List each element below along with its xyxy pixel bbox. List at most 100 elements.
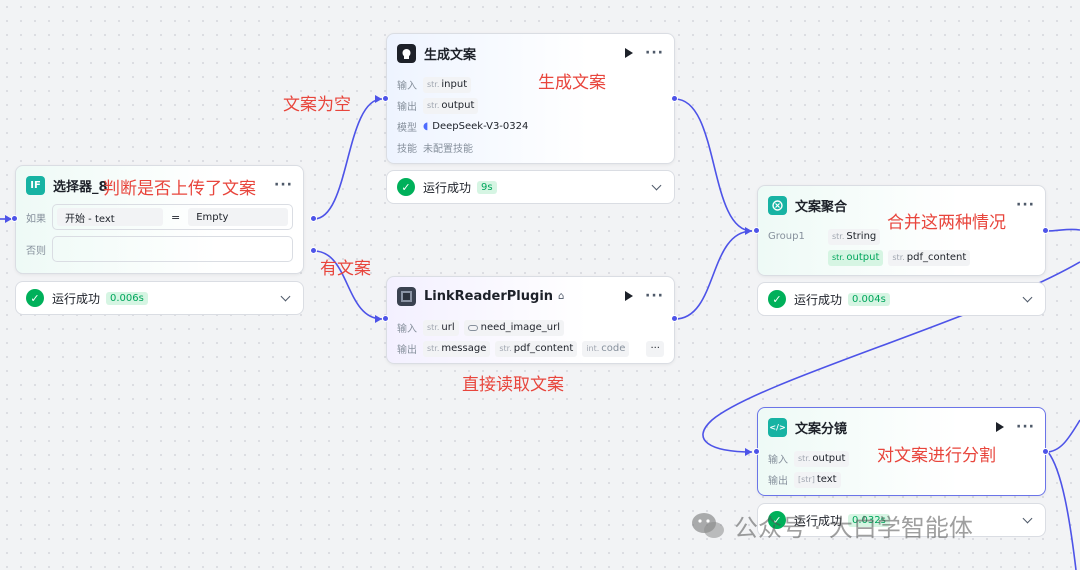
generate-node[interactable]: 生成文案 ··· 输入 str.input 输出 str.output 模型 ◖… <box>386 33 675 164</box>
status-text: 运行成功 <box>52 291 101 306</box>
input-row: 输入 str.url need_image_url <box>397 317 664 338</box>
model-value: DeepSeek-V3-0324 <box>432 121 529 132</box>
selector-node-title: 选择器_8 <box>53 179 108 195</box>
if-condition-icon: IF <box>26 175 45 195</box>
skill-row: 技能 未配置技能 <box>397 137 664 158</box>
output-row: 输出 [str]text <box>768 469 1035 490</box>
annotation-split-copy: 对文案进行分割 <box>877 446 996 466</box>
input-label: 输入 <box>397 81 417 92</box>
success-check-icon: ✓ <box>768 511 786 529</box>
edge-split-down <box>1047 451 1077 570</box>
generate-status-bar[interactable]: ✓ 运行成功 9s <box>386 170 675 204</box>
condition-right-operand[interactable]: Empty <box>188 208 288 226</box>
condition-box[interactable]: 开始 - text = Empty <box>52 204 293 230</box>
linkreader-node-header[interactable]: LinkReaderPlugin ⌂ ··· <box>387 277 674 315</box>
success-check-icon: ✓ <box>768 290 786 308</box>
more-options-icon[interactable]: ··· <box>274 177 293 193</box>
if-row: 如果 开始 - text = Empty <box>26 204 293 230</box>
input-chip: str.input <box>423 76 472 93</box>
success-check-icon: ✓ <box>397 178 415 196</box>
linkreader-output-port[interactable] <box>671 315 678 322</box>
status-text: 运行成功 <box>794 513 843 528</box>
more-options-icon[interactable]: ··· <box>1016 197 1035 213</box>
split-input-port[interactable] <box>753 448 760 455</box>
skill-label: 技能 <box>397 144 417 155</box>
run-time-badge: 0.004s <box>848 292 890 306</box>
chevron-down-icon[interactable] <box>280 291 291 301</box>
edge-merge-out <box>1045 228 1080 232</box>
selector-node[interactable]: IF 选择器_8 ··· 如果 开始 - text = Empty 否则 <box>15 165 304 274</box>
chevron-down-icon[interactable] <box>1022 513 1033 523</box>
edge-linkreader-to-merge <box>674 230 753 320</box>
merge-output-port[interactable] <box>1042 227 1049 234</box>
chevron-down-icon[interactable] <box>1022 292 1033 302</box>
annotation-has-copy: 有文案 <box>320 259 371 279</box>
generate-input-port[interactable] <box>382 95 389 102</box>
group-type-chip: str.String <box>828 228 881 245</box>
merge-input-port[interactable] <box>753 227 760 234</box>
output-row: 输出 str.message str.pdf_content int.code … <box>397 338 664 359</box>
more-outputs-button[interactable]: ··· <box>646 340 664 357</box>
run-time-badge: 0.032s <box>848 513 890 527</box>
input-chip-url: str.url <box>423 319 459 336</box>
linkreader-node-title: LinkReaderPlugin <box>424 288 554 304</box>
output-row: 输出 str.output <box>397 95 664 116</box>
merge-icon <box>768 195 787 215</box>
var-chip-pdf-content: str.pdf_content <box>888 249 971 266</box>
skill-value: 未配置技能 <box>423 144 473 155</box>
watermark-text: 公众号 · 大白学智能体 <box>734 514 973 542</box>
split-output-port[interactable] <box>1042 448 1049 455</box>
selector-input-port[interactable] <box>11 215 18 222</box>
input-label: 输入 <box>397 324 417 335</box>
more-options-icon[interactable]: ··· <box>645 45 664 61</box>
more-options-icon[interactable]: ··· <box>1016 419 1035 435</box>
deepseek-icon: ◖ <box>423 121 429 132</box>
selector-if-port[interactable] <box>310 215 317 222</box>
split-node-header[interactable]: </> 文案分镜 ··· <box>758 408 1045 446</box>
if-label: 如果 <box>26 213 46 225</box>
run-icon[interactable] <box>996 422 1005 432</box>
input-row: 输入 str.output <box>768 448 1035 469</box>
input-label: 输入 <box>768 455 788 466</box>
selector-else-port[interactable] <box>310 247 317 254</box>
var-chip-output: str.output <box>828 249 884 266</box>
generate-output-port[interactable] <box>671 95 678 102</box>
split-status-bar[interactable]: ✓ 运行成功 0.032s <box>757 503 1046 537</box>
annotation-read-copy: 直接读取文案 <box>462 375 564 395</box>
annotation-generate-copy: 生成文案 <box>538 73 606 93</box>
code-icon: </> <box>768 417 787 437</box>
input-chip-need-image-url: need_image_url <box>463 319 565 336</box>
linkreader-input-port[interactable] <box>382 315 389 322</box>
selector-status-bar[interactable]: ✓ 运行成功 0.006s <box>15 281 304 315</box>
selector-node-header[interactable]: IF 选择器_8 ··· <box>16 166 303 204</box>
split-node-title: 文案分镜 <box>795 421 848 437</box>
split-node[interactable]: </> 文案分镜 ··· 输入 str.output 输出 [str]text <box>757 407 1046 496</box>
run-time-badge: 0.006s <box>106 291 148 305</box>
generate-node-header[interactable]: 生成文案 ··· <box>387 34 674 72</box>
merge-status-bar[interactable]: ✓ 运行成功 0.004s <box>757 282 1046 316</box>
condition-operator[interactable]: = <box>171 210 181 224</box>
merge-node-title: 文案聚合 <box>795 199 848 215</box>
output-chip-pdf-content: str.pdf_content <box>495 340 578 357</box>
annotation-empty-copy: 文案为空 <box>283 95 351 115</box>
run-icon[interactable] <box>625 291 634 301</box>
more-options-icon[interactable]: ··· <box>645 288 664 304</box>
input-chip: str.output <box>794 450 850 467</box>
output-chip-code: int.code <box>582 340 630 357</box>
wechat-icon <box>692 512 724 538</box>
success-check-icon: ✓ <box>26 289 44 307</box>
else-box[interactable] <box>52 236 293 262</box>
toggle-icon <box>467 324 478 331</box>
condition-left-operand[interactable]: 开始 - text <box>57 208 163 226</box>
group-label: Group1 <box>768 231 805 242</box>
else-label: 否则 <box>26 245 46 257</box>
watermark: 公众号 · 大白学智能体 <box>690 508 973 543</box>
merge-node[interactable]: 文案聚合 ··· Group1 str.String str.output st… <box>757 185 1046 276</box>
group-vars-row: str.output str.pdf_content <box>768 247 1035 268</box>
annotation-judge-upload: 判断是否上传了文案 <box>103 179 256 199</box>
run-icon[interactable] <box>625 48 634 58</box>
chevron-down-icon[interactable] <box>651 180 662 190</box>
merge-node-header[interactable]: 文案聚合 ··· <box>758 186 1045 224</box>
linkreader-node[interactable]: LinkReaderPlugin ⌂ ··· 输入 str.url need_i… <box>386 276 675 364</box>
output-chip: [str]text <box>794 471 841 488</box>
